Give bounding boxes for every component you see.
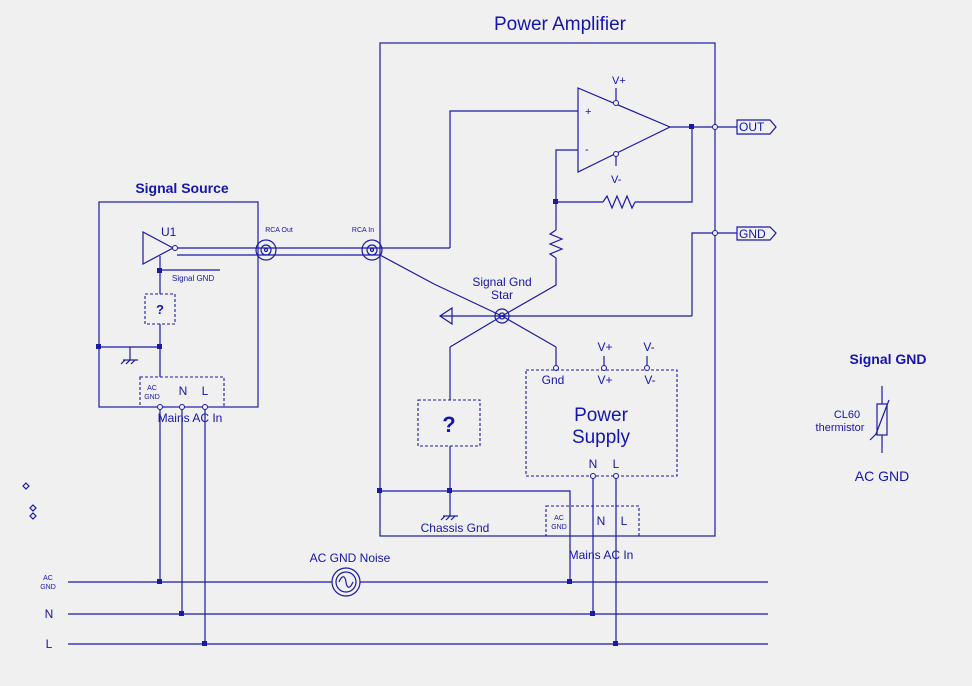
amp-mains-in: AC GND N L Mains AC In <box>545 505 640 562</box>
legend-signal-gnd-label: Signal GND <box>849 351 926 367</box>
rail-n-label: N <box>45 607 54 621</box>
ac-gnd-noise-label: AC GND Noise <box>310 551 391 565</box>
rail-ac-gnd-label-2: GND <box>40 584 56 591</box>
gnd-port[interactable]: GND <box>691 226 777 316</box>
ps-n-label: N <box>589 457 598 471</box>
buffer-u1 <box>142 231 175 265</box>
amp-n-label: N <box>597 514 606 528</box>
rca-out-jack[interactable] <box>255 239 277 261</box>
signal-source-box <box>98 201 259 408</box>
ps-vminus-label: V- <box>644 373 655 387</box>
opamp-wiring <box>449 110 737 317</box>
unknown-small-label: ? <box>156 302 164 317</box>
src-mains-label: Mains AC In <box>158 411 223 425</box>
mains-rails: AC GND N L <box>40 404 768 651</box>
src-ac-gnd-label-2: GND <box>144 394 160 401</box>
feedback-resistor <box>602 194 636 210</box>
ps-title-line2: Supply <box>572 427 631 448</box>
opamp-plus-label: + <box>585 106 591 118</box>
ps-gnd-label: Gnd <box>542 373 565 387</box>
power-supply: Gnd V+ V- V+ V- Power Supply N L <box>525 340 678 644</box>
gnd-port-label: GND <box>739 227 766 241</box>
signal-gnd-small-label: Signal GND <box>172 274 214 283</box>
opamp-vminus-label: V- <box>611 174 622 186</box>
ps-vminus-top-label: V- <box>643 340 654 354</box>
src-n-label: N <box>179 384 188 398</box>
opamp: + - V+ V- <box>577 75 672 186</box>
legend-cl60-line2: thermistor <box>816 422 865 434</box>
signal-gnd-star: Signal Gnd Star <box>433 275 692 400</box>
ps-vplus-label: V+ <box>597 373 612 387</box>
src-ac-gnd-label-1: AC <box>147 385 157 392</box>
rca-in-label: RCA In <box>352 227 374 234</box>
power-amplifier-box <box>379 42 716 537</box>
power-amplifier-title: Power Amplifier <box>494 14 627 35</box>
diamond-markers <box>22 482 37 520</box>
out-port[interactable]: OUT <box>736 119 777 135</box>
chassis-gnd-label: Chassis Gnd <box>421 521 490 535</box>
src-l-label: L <box>202 384 209 398</box>
unknown-impedance-big: ? <box>417 399 481 516</box>
ac-gnd-noise-source: AC GND Noise <box>310 551 391 597</box>
ground-resistor <box>548 229 564 259</box>
chassis-gnd: Chassis Gnd <box>377 488 571 582</box>
thermistor-legend: Signal GND CL60 thermistor AC GND <box>816 351 927 484</box>
rail-l-label: L <box>46 637 53 651</box>
amp-l-label: L <box>621 514 628 528</box>
out-port-label: OUT <box>739 120 765 134</box>
amp-mains-label: Mains AC In <box>569 548 634 562</box>
legend-cl60-line1: CL60 <box>834 409 860 421</box>
power-amplifier-block: Power Amplifier <box>379 14 716 537</box>
signal-source-title: Signal Source <box>135 180 229 196</box>
rail-ac-gnd-label-1: AC <box>43 575 53 582</box>
star-label-line2: Star <box>491 288 513 302</box>
opamp-minus-label: - <box>585 144 589 156</box>
ps-vplus-top-label: V+ <box>597 340 612 354</box>
opamp-triangle <box>577 87 672 173</box>
amp-ac-gnd-label-1: AC <box>554 515 564 522</box>
amp-ac-gnd-label-2: GND <box>551 524 567 531</box>
legend-ac-gnd-label: AC GND <box>855 468 909 484</box>
rca-in-jack[interactable] <box>361 239 383 261</box>
star-label-line1: Signal Gnd <box>472 275 531 289</box>
rca-out-label: RCA Out <box>265 227 293 234</box>
ps-title-line1: Power <box>574 405 629 426</box>
rca-connection: RCA Out RCA In <box>177 227 450 285</box>
signal-source-block: Signal Source U1 Signal GND ? AC GND N L… <box>96 180 259 425</box>
unknown-big-label: ? <box>442 412 455 437</box>
u1-label: U1 <box>161 225 177 239</box>
ps-l-label: L <box>613 457 620 471</box>
opamp-vplus-label: V+ <box>612 75 626 87</box>
